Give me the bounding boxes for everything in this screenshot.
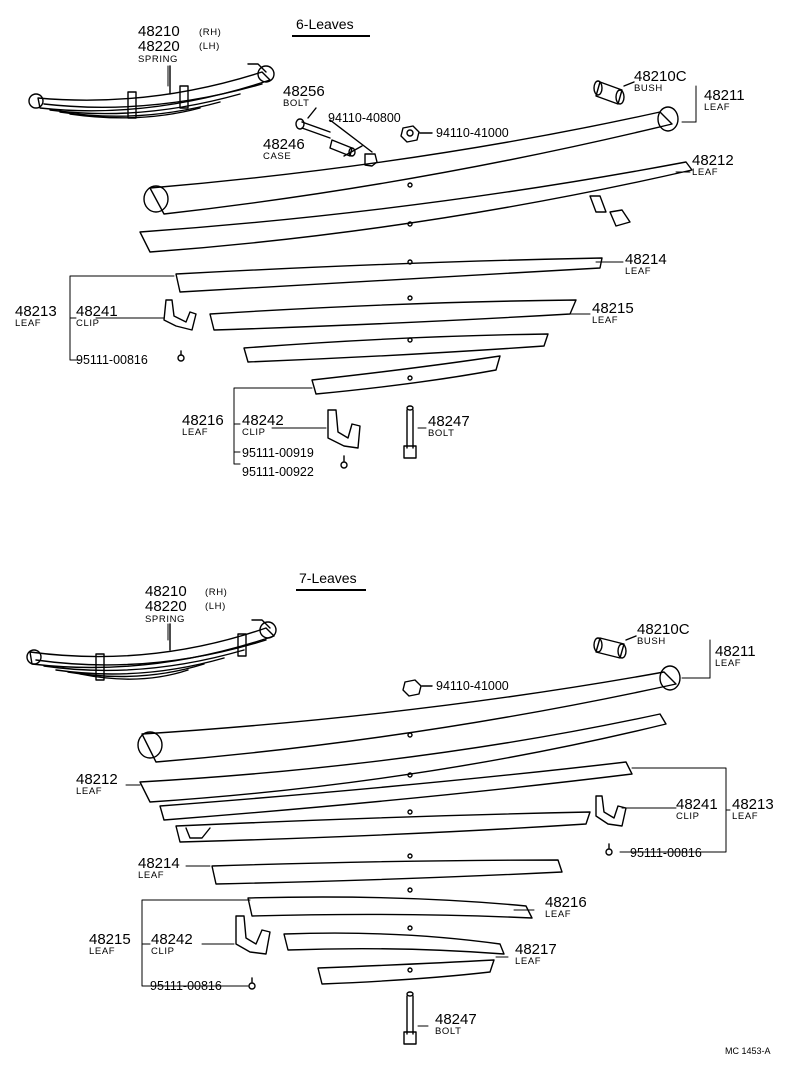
top-leaf-48213-name: LEAF [15, 318, 42, 329]
bottom-clip-48241-name: CLIP [676, 811, 700, 822]
top-screw-95111-00922-pn: 95111-00922 [242, 465, 314, 479]
bottom-leader-lines [125, 623, 731, 1027]
bottom-leaf-48217-name: LEAF [515, 956, 542, 967]
top-leaf-48214-pn: 48214 [625, 251, 667, 268]
top-leaf-48211-name: LEAF [704, 102, 731, 113]
top-screw-95111-00816-pn: 95111-00816 [76, 353, 148, 367]
bottom-leaf-48217-pn: 48217 [515, 941, 557, 958]
top-clip-illustration [163, 299, 417, 469]
top-leaf-48216-pn: 48216 [182, 412, 224, 429]
figure-code: MC 1453-A [725, 1046, 771, 1056]
top-bolt-48247-pn: 48247 [428, 413, 470, 430]
bottom-leaf-48211-pn: 48211 [715, 643, 756, 660]
bottom-clip-illustration [235, 795, 627, 1045]
bottom-nut-94110-41000-pn: 94110-41000 [436, 679, 509, 693]
top-bush-48210c-name: BUSH [634, 83, 663, 94]
top-bolt-48247-name: BOLT [428, 428, 455, 439]
top-spring-assembly-illustration [28, 63, 275, 119]
bottom-bolt-48247-name: BOLT [435, 1026, 462, 1037]
bottom-bush-and-nut-illustration [402, 635, 637, 697]
bottom-leaf-48215-name: LEAF [89, 946, 116, 957]
bottom-leaf-48212-name: LEAF [76, 786, 103, 797]
bottom-bush-48210c-pn: 48210C [637, 621, 690, 638]
top-screw-95111-00919-pn: 95111-00919 [242, 446, 314, 460]
top-leaf-48212-pn: 48212 [692, 152, 734, 169]
bottom-clip-48242-pn: 48242 [151, 931, 193, 948]
bottom-leaf-48214-name: LEAF [138, 870, 165, 881]
six-leaves-title: 6-Leaves [296, 16, 354, 32]
bottom-spring-assembly-illustration [26, 619, 277, 681]
bottom-leaf-48215-pn: 48215 [89, 931, 131, 948]
bottom-leaf-48216-pn: 48216 [545, 894, 587, 911]
bottom-leaf-48216-name: LEAF [545, 909, 572, 920]
top-clip-48241-pn: 48241 [76, 303, 118, 320]
top-case-48246-name: CASE [263, 151, 292, 162]
bottom-bolt-48247-pn: 48247 [435, 1011, 477, 1028]
top-leaf-48212-name: LEAF [692, 167, 719, 178]
bottom-clip-48241-pn: 48241 [676, 796, 718, 813]
bottom-leaf-48213-pn: 48213 [732, 796, 774, 813]
bottom-spring-name: SPRING [145, 614, 186, 625]
top-nut-94110-41000-pn: 94110-41000 [436, 126, 509, 140]
bottom-spring-pn-rh: 48210 [145, 583, 187, 600]
top-leaf-48215-name: LEAF [592, 315, 619, 326]
top-leaf-48211-pn: 48211 [704, 87, 745, 104]
top-bush-illustration [593, 80, 635, 105]
bottom-spring-side-rh: (RH) [205, 587, 228, 598]
bottom-screw-95111-00816-a-pn: 95111-00816 [630, 846, 702, 860]
bottom-screw-95111-00816-b-pn: 95111-00816 [150, 979, 222, 993]
top-case-48246-pn: 48246 [263, 136, 305, 153]
bottom-leaf-48214-pn: 48214 [138, 855, 180, 872]
top-clip-48241-name: CLIP [76, 318, 100, 329]
bottom-bush-48210c-name: BUSH [637, 636, 666, 647]
top-nut-94110-40800-pn: 94110-40800 [328, 111, 401, 125]
top-leaf-48214-name: LEAF [625, 266, 652, 277]
bottom-clip-48242-name: CLIP [151, 946, 175, 957]
bottom-leaf-48211-name: LEAF [715, 658, 742, 669]
top-leaf-48213-pn: 48213 [15, 303, 57, 320]
top-spring-pn-rh: 48210 [138, 23, 180, 40]
six-leaves-title-underline [292, 35, 370, 37]
bottom-leaf-48212-pn: 48212 [76, 771, 118, 788]
bottom-leaves-illustration [137, 665, 681, 985]
top-leaves-illustration [139, 106, 693, 395]
top-leaf-48215-pn: 48215 [592, 300, 634, 317]
top-spring-side-rh: (RH) [199, 27, 222, 38]
top-spring-side-lh: (LH) [199, 41, 220, 52]
top-bush-48210c-pn: 48210C [634, 68, 687, 85]
top-clip-48242-name: CLIP [242, 427, 266, 438]
top-hardware-illustration [295, 107, 433, 167]
bottom-spring-side-lh: (LH) [205, 601, 226, 612]
bottom-spring-pn-lh: 48220 [145, 598, 187, 615]
top-bolt-48256-name: BOLT [283, 98, 310, 109]
bottom-leaf-48213-name: LEAF [732, 811, 759, 822]
top-clip-48242-pn: 48242 [242, 412, 284, 429]
seven-leaves-title: 7-Leaves [299, 570, 357, 586]
top-bolt-48256-pn: 48256 [283, 83, 325, 100]
top-leaf-48216-name: LEAF [182, 427, 209, 438]
top-leader-lines [69, 65, 697, 465]
top-spring-name: SPRING [138, 54, 179, 65]
top-spring-pn-lh: 48220 [138, 38, 180, 55]
seven-leaves-title-underline [296, 589, 366, 591]
